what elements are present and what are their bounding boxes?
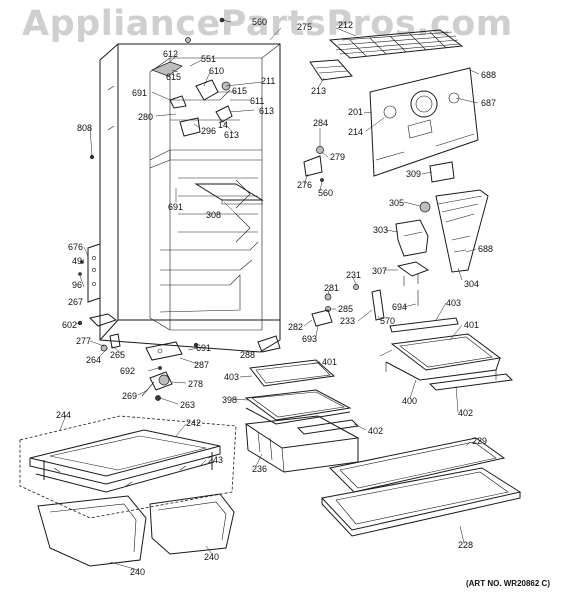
callout-96: 96	[72, 280, 83, 290]
small-hardware	[311, 284, 419, 327]
callout-676: 676	[68, 242, 84, 252]
top-control-parts	[151, 17, 233, 137]
callout-240a: 240	[130, 567, 146, 577]
callout-613: 613	[259, 106, 275, 116]
callout-264: 264	[86, 355, 102, 365]
callout-693: 693	[302, 334, 318, 344]
callout-305: 305	[389, 198, 405, 208]
art-number: (ART NO. WR20862 C)	[465, 579, 550, 588]
mullion-bracket	[303, 146, 324, 182]
callout-213: 213	[311, 86, 327, 96]
callout-49: 49	[72, 256, 83, 266]
freezer-shelf	[194, 183, 264, 205]
callout-282: 282	[288, 322, 304, 332]
callout-244: 244	[56, 410, 72, 420]
callout-694: 694	[392, 302, 408, 312]
callout-229: 229	[472, 436, 488, 446]
callout-14: 14	[218, 120, 229, 130]
ice-tray	[309, 59, 353, 81]
callout-212: 212	[338, 20, 354, 30]
callout-551: 551	[201, 54, 217, 64]
callout-570: 570	[380, 316, 396, 326]
callout-691c: 691	[196, 343, 212, 353]
callout-276: 276	[297, 180, 313, 190]
callout-214: 214	[348, 127, 364, 137]
callout-691: 691	[132, 88, 148, 98]
damper-housing	[395, 219, 429, 257]
callout-201: 201	[348, 107, 364, 117]
callout-615: 615	[166, 72, 182, 82]
callout-284: 284	[313, 118, 329, 128]
callout-269: 269	[122, 391, 138, 401]
callout-308: 308	[206, 210, 222, 220]
label-plate	[429, 161, 455, 183]
callout-231: 231	[346, 270, 362, 280]
damper-control	[396, 261, 430, 286]
callout-610: 610	[209, 66, 225, 76]
callout-275: 275	[297, 22, 313, 32]
callout-688b: 688	[478, 244, 494, 254]
callout-403b: 403	[224, 372, 240, 382]
callout-560b: 560	[318, 188, 334, 198]
left-hinge-parts	[77, 154, 118, 327]
callout-602: 602	[62, 320, 78, 330]
callout-403a: 403	[446, 298, 462, 308]
callout-687: 687	[481, 98, 497, 108]
callout-615b: 615	[232, 86, 248, 96]
air-duct	[419, 189, 489, 273]
evaporator-cover	[369, 67, 479, 177]
callout-279: 279	[330, 152, 346, 162]
callout-288: 288	[240, 350, 256, 360]
callout-277: 277	[76, 336, 92, 346]
callout-401a: 401	[464, 320, 480, 330]
callout-233: 233	[340, 316, 356, 326]
callout-211: 211	[261, 76, 276, 86]
callout-278: 278	[188, 379, 204, 389]
fresh-food-shelf-set	[244, 359, 360, 435]
callout-307: 307	[372, 266, 388, 276]
callout-692: 692	[120, 366, 136, 376]
right-shelf-set	[385, 317, 514, 391]
callout-808: 808	[77, 123, 93, 133]
leader-lines	[59, 19, 480, 571]
callout-402a: 402	[458, 408, 474, 418]
cabinet	[99, 43, 281, 353]
callout-688: 688	[481, 70, 497, 80]
callout-400: 400	[402, 396, 418, 406]
callout-401b: 401	[322, 357, 338, 367]
callout-228: 228	[458, 540, 474, 550]
callout-613b: 613	[224, 130, 240, 140]
callout-304: 304	[464, 279, 480, 289]
crisper-cover	[321, 437, 522, 537]
callout-612: 612	[163, 49, 179, 59]
callout-398: 398	[222, 395, 238, 405]
callout-285: 285	[338, 304, 354, 314]
callout-280: 280	[138, 112, 154, 122]
callout-265: 265	[110, 350, 126, 360]
bottom-hinge-parts	[100, 333, 281, 401]
pan-assembly	[19, 415, 237, 519]
callout-267: 267	[68, 297, 84, 307]
callout-287: 287	[194, 360, 210, 370]
callout-296: 296	[201, 126, 217, 136]
callout-236: 236	[252, 464, 268, 474]
callout-309: 309	[406, 169, 422, 179]
callout-560: 560	[252, 17, 268, 27]
callout-263: 263	[180, 400, 196, 410]
callout-402b: 402	[368, 426, 384, 436]
callout-242: 242	[186, 418, 202, 428]
callout-611: 611	[250, 96, 265, 106]
callout-303: 303	[373, 225, 389, 235]
callout-240b: 240	[204, 552, 220, 562]
crisper-drawer	[244, 415, 360, 473]
callout-243: 243	[208, 455, 224, 465]
callout-281: 281	[324, 283, 340, 293]
freezer-wire-shelf	[328, 29, 464, 59]
callout-691b: 691	[168, 202, 184, 212]
crisper-pans	[37, 493, 235, 567]
